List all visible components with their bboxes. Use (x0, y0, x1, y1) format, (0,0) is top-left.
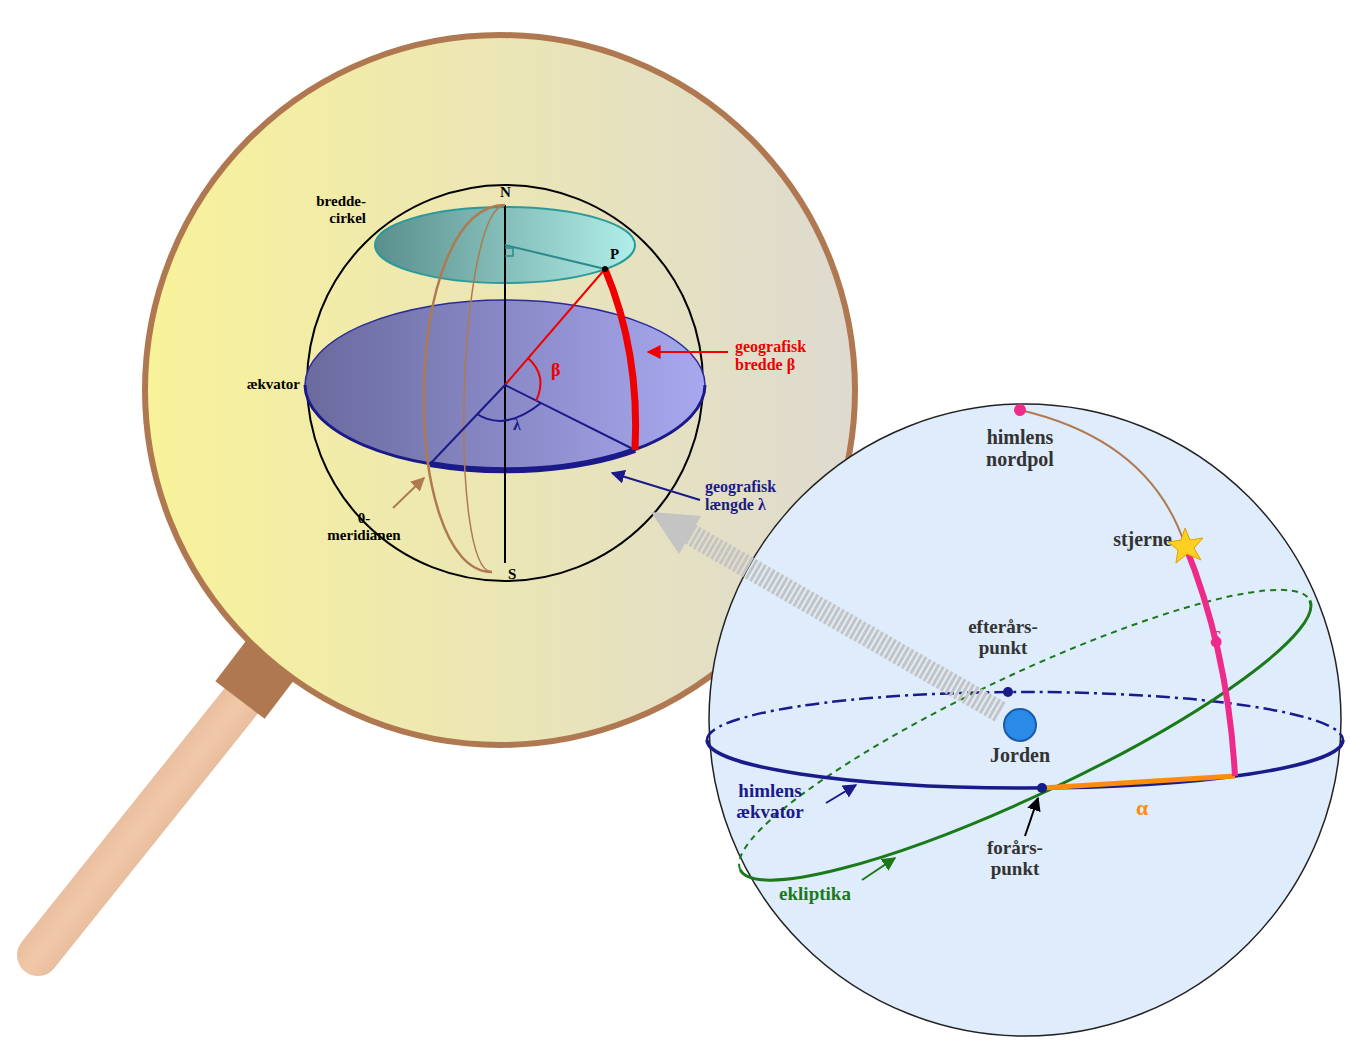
celestial-equator-front (707, 740, 1343, 788)
label: S (508, 566, 516, 583)
magnifier-handle (38, 690, 250, 955)
label: ækvator (247, 376, 300, 393)
radius-to-p (505, 269, 605, 385)
label: 0- meridianen (322, 510, 406, 543)
label: geografisk længde λ (705, 478, 820, 513)
label: λ (513, 416, 521, 434)
radius-meridian (430, 385, 505, 464)
prime-meridian (424, 205, 505, 572)
declination-arc (1185, 545, 1235, 776)
zoom-arrow-head (651, 512, 701, 554)
label: forårs- punkt (975, 838, 1055, 880)
leader-arrow (648, 351, 728, 353)
leader-arrow (612, 473, 700, 500)
label: α (1136, 796, 1148, 820)
label: ekliptika (779, 884, 851, 905)
celestial-sphere (709, 404, 1341, 1036)
leader-arrow (1025, 798, 1038, 836)
label: himlens ækvator (715, 781, 825, 823)
label: efterårs- punkt (958, 617, 1048, 659)
latitude-arc (605, 269, 636, 450)
star (1168, 528, 1203, 563)
label: N (500, 184, 511, 201)
beta-arc (528, 358, 541, 401)
zoom-arrow (690, 534, 1000, 712)
label: β (551, 361, 560, 381)
label: P (610, 246, 619, 263)
label: bredde- cirkel (296, 193, 366, 226)
celestial-equator-back (707, 692, 1343, 740)
celestial-north-pole (1014, 404, 1026, 416)
right-angle (505, 248, 513, 256)
autumn-point (1003, 687, 1013, 697)
ecliptic-back (715, 546, 1310, 869)
ecliptic-front (740, 600, 1335, 923)
label: himlens nordpol (955, 426, 1085, 470)
spring-point (1037, 783, 1047, 793)
label: geografisk bredde β (735, 338, 845, 373)
prime-meridian-back (464, 205, 505, 572)
leader-arrow (862, 858, 895, 880)
latitude-radius (505, 245, 605, 269)
leader-arrow (393, 478, 424, 508)
right-ascension-arc (1042, 776, 1235, 788)
label: δ (1210, 626, 1222, 652)
label: Jorden (990, 744, 1050, 766)
label: stjerne (1113, 528, 1172, 550)
point-p (602, 266, 608, 272)
leader-arrow (826, 785, 856, 803)
lambda-arc (477, 403, 541, 421)
radius-equator (505, 385, 635, 450)
earth (1004, 709, 1036, 741)
